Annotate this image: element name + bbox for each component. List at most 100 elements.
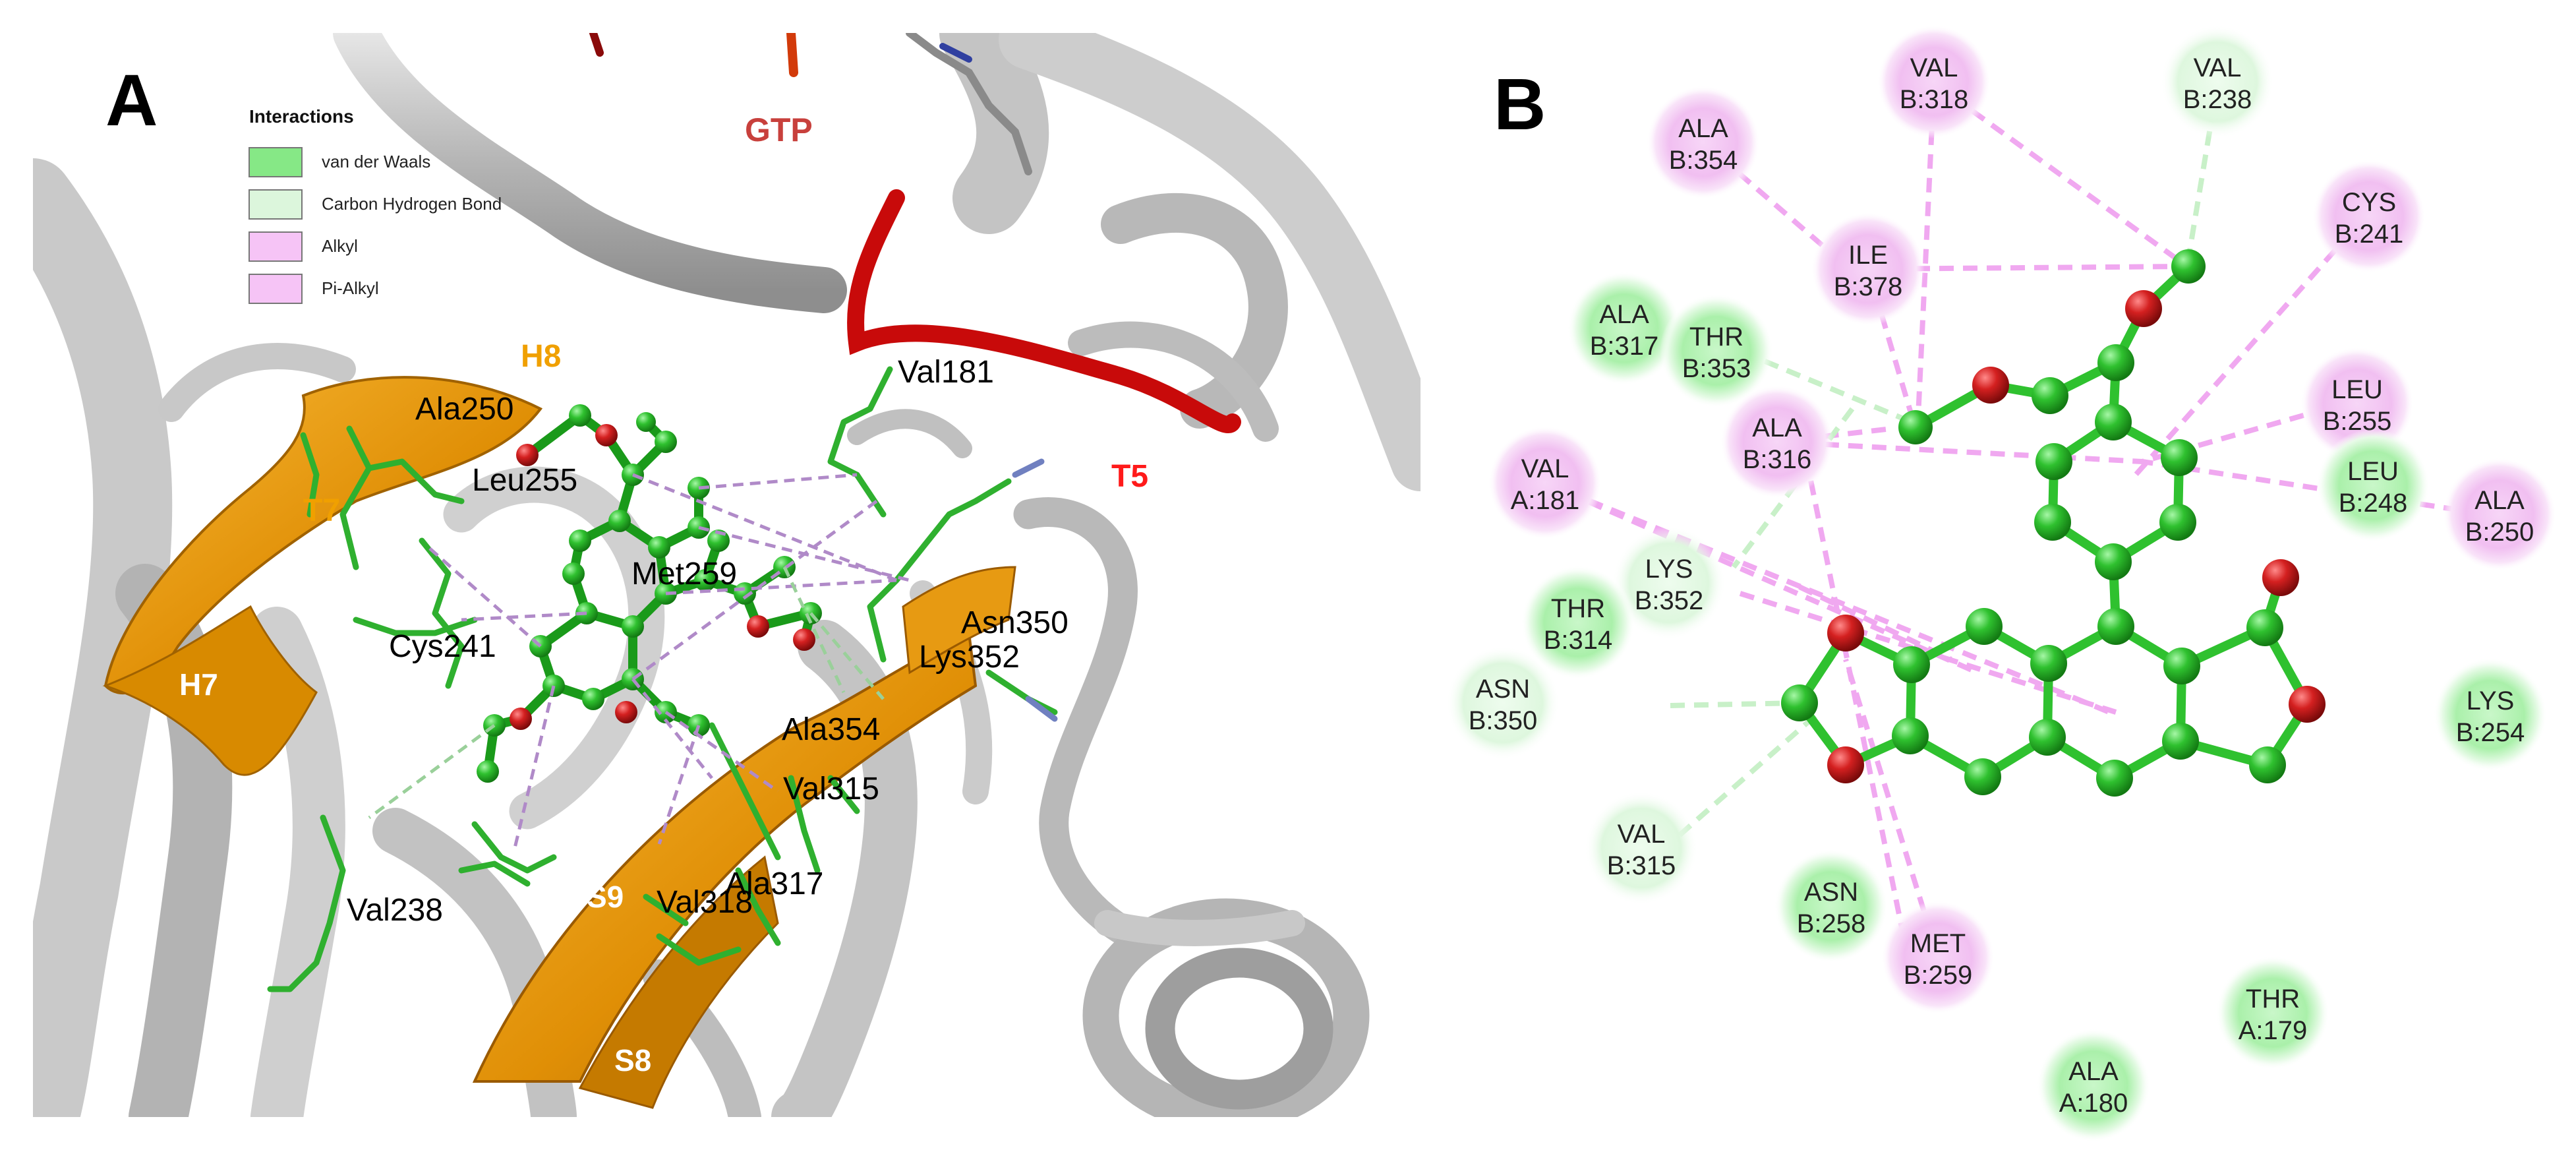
residue-circle (1521, 566, 1635, 679)
residue-name: VAL (1910, 53, 1958, 82)
legend-label: van der Waals (322, 152, 430, 171)
label-t7: T7 (303, 493, 340, 528)
residue-circle (2216, 956, 2329, 1070)
atom (2035, 443, 2072, 480)
atom (2096, 760, 2133, 797)
atom (1898, 410, 1933, 444)
label-gtp: GTP (745, 111, 813, 148)
label-s9: S9 (587, 880, 624, 914)
residue-circle (2434, 658, 2547, 772)
residue-circle (2161, 25, 2274, 138)
residue-name: VAL (1618, 820, 1666, 849)
panel-a-label: A (105, 60, 158, 141)
residue-name: ASN (1804, 878, 1858, 907)
residue-chain-number: B:250 (2465, 518, 2534, 547)
residue-name: ALA (2068, 1057, 2119, 1086)
atom (2097, 344, 2134, 381)
residue-circle (1811, 212, 1925, 326)
residue-label-val238: Val238 (347, 893, 443, 928)
residue-circle (1660, 294, 1773, 408)
legend-title: Interactions (249, 106, 354, 127)
atom (2095, 543, 2132, 580)
residue-name: ALA (1752, 413, 1802, 442)
atom (2125, 290, 2162, 327)
atom (2161, 439, 2198, 476)
label-s8: S8 (614, 1043, 651, 1077)
s8-strand (578, 855, 779, 1109)
residue-circle (1774, 849, 1888, 963)
legend-label: Carbon Hydrogen Bond (322, 194, 502, 214)
atom (1781, 684, 1818, 721)
residue-chain-number: B:350 (1469, 706, 1538, 735)
residue-labels-3d: Val181 Ala250 Leu255 Met259 Cys241 Asn35… (347, 355, 1068, 928)
residue-chain-number: B:353 (1682, 354, 1751, 383)
residue-chain-number: B:318 (1900, 85, 1969, 114)
residue-circle (2312, 160, 2426, 273)
residue-chain-number: B:241 (2335, 220, 2404, 249)
residue-label-val318: Val318 (657, 885, 753, 920)
residue-chain-number: B:248 (2339, 489, 2408, 518)
residue-circle (1488, 426, 1602, 539)
atom (2034, 504, 2071, 541)
residue-name: ILE (1848, 241, 1888, 270)
residue-circle (1877, 25, 1991, 138)
residue-label-val315: Val315 (783, 772, 879, 806)
residue-node-cys241: CYS B:241 (2312, 160, 2426, 273)
residue-name: VAL (1521, 454, 1569, 483)
atom (1827, 746, 1864, 783)
t5-loop (847, 189, 1241, 433)
legend-item-van-der-waals: van der Waals (249, 147, 430, 177)
atom (1893, 646, 1930, 683)
residue-chain-number: B:238 (2183, 85, 2252, 114)
residue-circle (1720, 385, 1834, 499)
residue-node-ala317: ALA B:317 (1567, 272, 1681, 385)
interaction-dashes-3d (368, 473, 910, 851)
residue-label-met259: Met259 (631, 557, 737, 591)
residue-name: ALA (1599, 300, 1649, 329)
residue-label-leu255: Leu255 (472, 463, 577, 498)
residue-label-lys352: Lys352 (919, 640, 1020, 675)
residue-chain-number: B:317 (1590, 332, 1659, 361)
atom (2163, 648, 2200, 684)
s9-strand-top (902, 566, 1016, 675)
legend-item-pi-alkyl: Pi-Alkyl (249, 274, 379, 304)
atom (1966, 608, 2003, 645)
atom (2095, 404, 2132, 440)
residue-name: CYS (2342, 188, 2396, 217)
h7-helix (102, 605, 318, 776)
atom (2246, 609, 2283, 646)
legend-item-alkyl: Alkyl (249, 231, 358, 262)
structure-labels: GTP H8 T7 T5 H7 S9 S8 (179, 111, 1148, 1077)
residue-name: LEU (2347, 457, 2399, 486)
legend-swatch (249, 189, 303, 220)
residue-circle (2316, 429, 2430, 542)
residue-circle (1567, 272, 1681, 385)
residue-chain-number: A:180 (2059, 1089, 2128, 1118)
legend-swatch (249, 231, 303, 262)
residue-chain-number: B:378 (1834, 272, 1903, 301)
residue-name: LEU (2331, 375, 2383, 404)
residue-chain-number: B:352 (1635, 586, 1704, 615)
residue-chain-number: B:254 (2456, 718, 2525, 747)
residue-label-ala250: Ala250 (415, 392, 513, 427)
label-h8: H8 (521, 339, 561, 374)
atom (2029, 719, 2066, 756)
legend-swatch (249, 147, 303, 177)
residue-circle (2037, 1029, 2150, 1142)
residue-label-cys241: Cys241 (389, 629, 496, 664)
residue-name: ALA (1678, 114, 1728, 143)
atom (1964, 758, 2001, 795)
legend-label: Pi-Alkyl (322, 278, 379, 298)
residue-circle (1647, 86, 1760, 199)
residue-circle (1585, 791, 1698, 905)
